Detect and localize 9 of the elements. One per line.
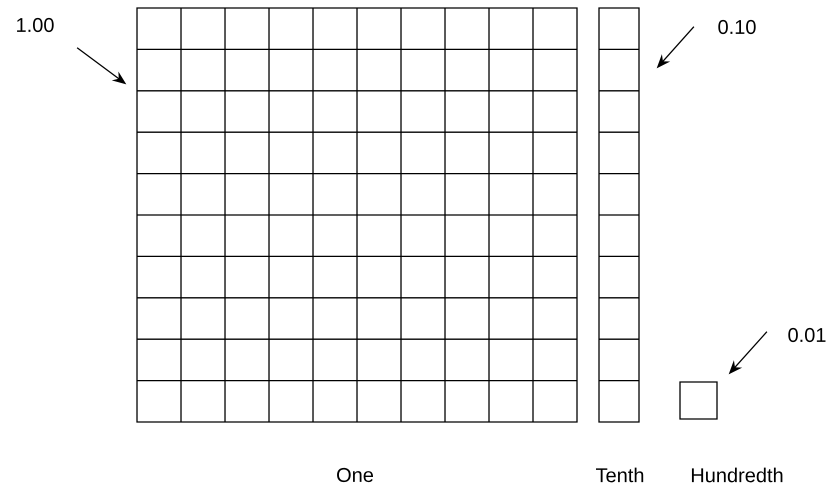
value-label: 0.10 bbox=[718, 20, 756, 34]
grid-block bbox=[598, 7, 640, 423]
block-label: One bbox=[337, 468, 373, 482]
grid-block bbox=[136, 7, 578, 423]
value-label: 1.00 bbox=[17, 18, 54, 32]
unit-square bbox=[679, 381, 718, 420]
value-label: 0.01 bbox=[788, 328, 826, 342]
block-label: Tenth bbox=[596, 468, 644, 482]
block-label: Hundredth bbox=[692, 468, 782, 482]
